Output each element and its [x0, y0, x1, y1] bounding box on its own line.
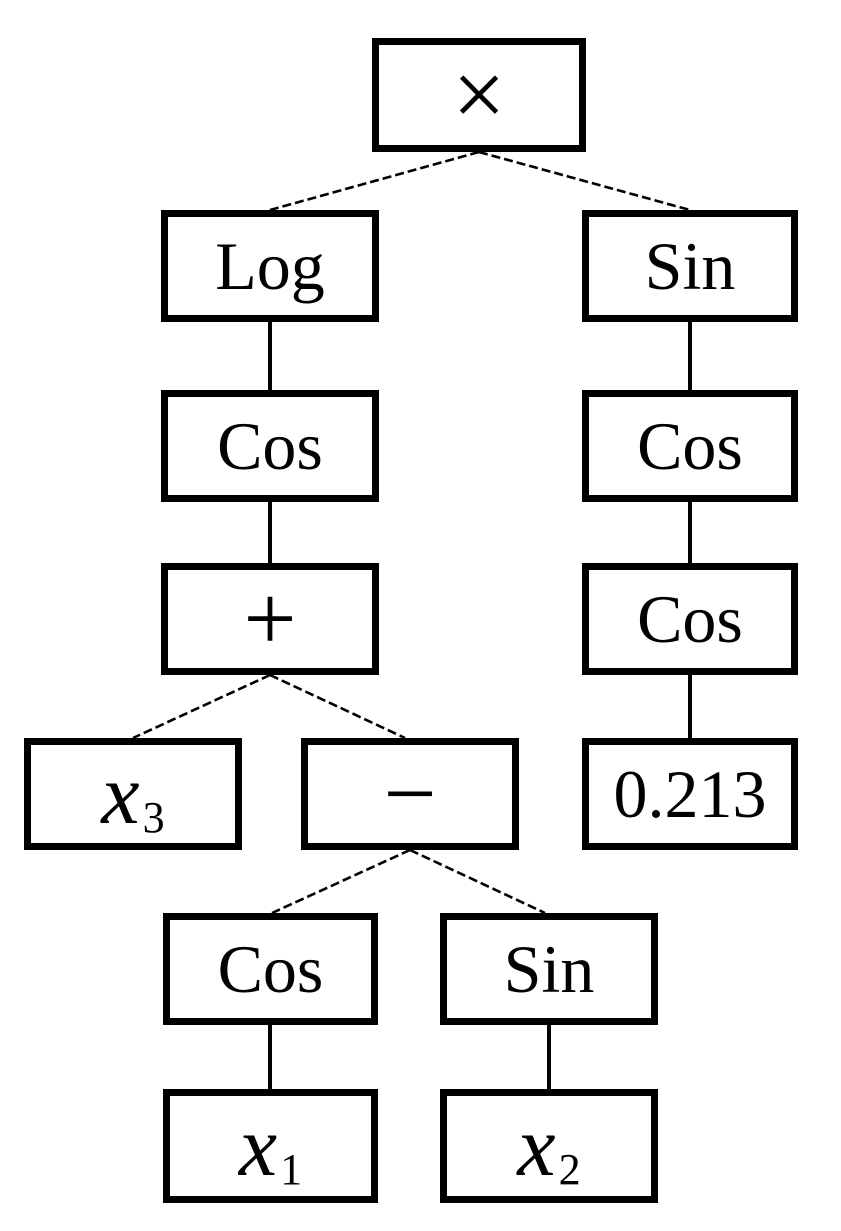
- node-cos-left-label: Cos: [217, 408, 323, 484]
- node-sin-bottom: Sin: [440, 913, 658, 1025]
- node-x1-subscript: 1: [280, 1145, 303, 1194]
- node-plus-label: +: [243, 567, 297, 671]
- node-cos-right-2: Cos: [582, 563, 798, 675]
- node-constant-0213: 0.213: [582, 738, 798, 850]
- node-x3-subscript: 3: [142, 793, 165, 842]
- node-x3-label: x: [101, 746, 140, 842]
- edge-times-log: [269, 150, 480, 212]
- node-x1-label: x: [238, 1098, 278, 1194]
- node-x2-subscript: 2: [558, 1145, 581, 1194]
- edge-plus-x3: [132, 673, 271, 740]
- edge-minus-cos-bottom: [271, 848, 411, 915]
- node-times-root: ×: [372, 38, 586, 152]
- node-minus-label: −: [383, 742, 437, 846]
- node-log: Log: [161, 210, 379, 322]
- node-cos-left: Cos: [161, 390, 379, 502]
- node-log-label: Log: [215, 228, 325, 304]
- node-constant-0213-label: 0.213: [613, 756, 767, 832]
- edge-plus-minus: [269, 673, 406, 740]
- node-cos-bottom: Cos: [163, 913, 378, 1025]
- node-sin-outer-label: Sin: [644, 228, 736, 304]
- node-cos-right-1-label: Cos: [637, 408, 743, 484]
- node-minus: −: [301, 738, 519, 850]
- node-plus: +: [161, 563, 379, 675]
- edge-minus-sin-bottom: [409, 848, 546, 915]
- edge-times-sin-outer: [478, 150, 691, 212]
- node-sin-bottom-label: Sin: [503, 931, 595, 1007]
- node-x2-label: x: [517, 1098, 556, 1194]
- node-times-label: ×: [452, 43, 506, 147]
- node-cos-right-1: Cos: [582, 390, 798, 502]
- node-sin-outer: Sin: [582, 210, 798, 322]
- node-cos-right-2-label: Cos: [637, 581, 743, 657]
- node-cos-bottom-label: Cos: [217, 931, 324, 1007]
